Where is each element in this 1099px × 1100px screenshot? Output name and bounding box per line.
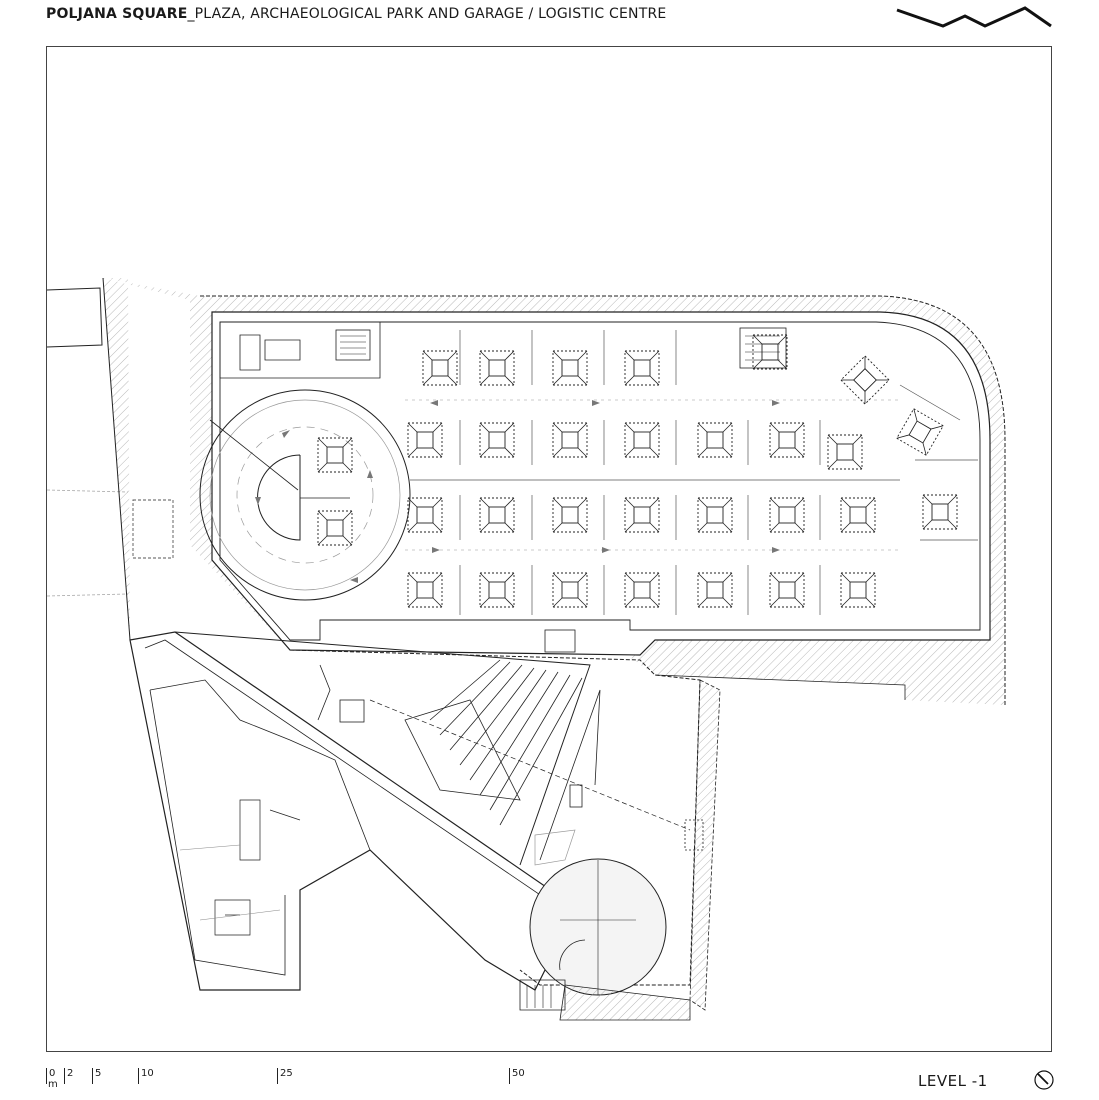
drawing-title: POLJANA SQUARE_PLAZA, ARCHAEOLOGICAL PAR… xyxy=(46,6,666,22)
scale-tick: 10 xyxy=(138,1068,154,1084)
title-project-name: POLJANA SQUARE xyxy=(46,6,188,22)
zigzag-logo-icon xyxy=(896,6,1052,28)
title-description: _PLAZA, ARCHAEOLOGICAL PARK AND GARAGE /… xyxy=(187,6,667,22)
central-stairs xyxy=(174,631,704,986)
scale-tick: 0 xyxy=(46,1068,55,1084)
traffic-arrows xyxy=(255,400,780,583)
scale-bar: 0 m 2 5 10 25 50 xyxy=(46,1066,606,1094)
north-arrow-icon xyxy=(1034,1070,1054,1090)
scale-unit: m xyxy=(48,1079,58,1090)
parking-bays xyxy=(405,330,978,615)
circular-pavilion xyxy=(519,858,691,1021)
scale-tick: 5 xyxy=(92,1068,101,1084)
scale-tick: 2 xyxy=(64,1068,73,1084)
left-road xyxy=(46,287,174,597)
scale-tick: 25 xyxy=(277,1068,293,1084)
garage-ramp xyxy=(199,389,411,601)
archaeological-park xyxy=(129,631,566,991)
level-label: LEVEL -1 xyxy=(918,1072,988,1090)
right-strip xyxy=(654,674,906,1011)
scale-tick: 50 xyxy=(509,1068,525,1084)
drawing-frame xyxy=(46,46,1052,1052)
garage-outline xyxy=(211,311,991,656)
